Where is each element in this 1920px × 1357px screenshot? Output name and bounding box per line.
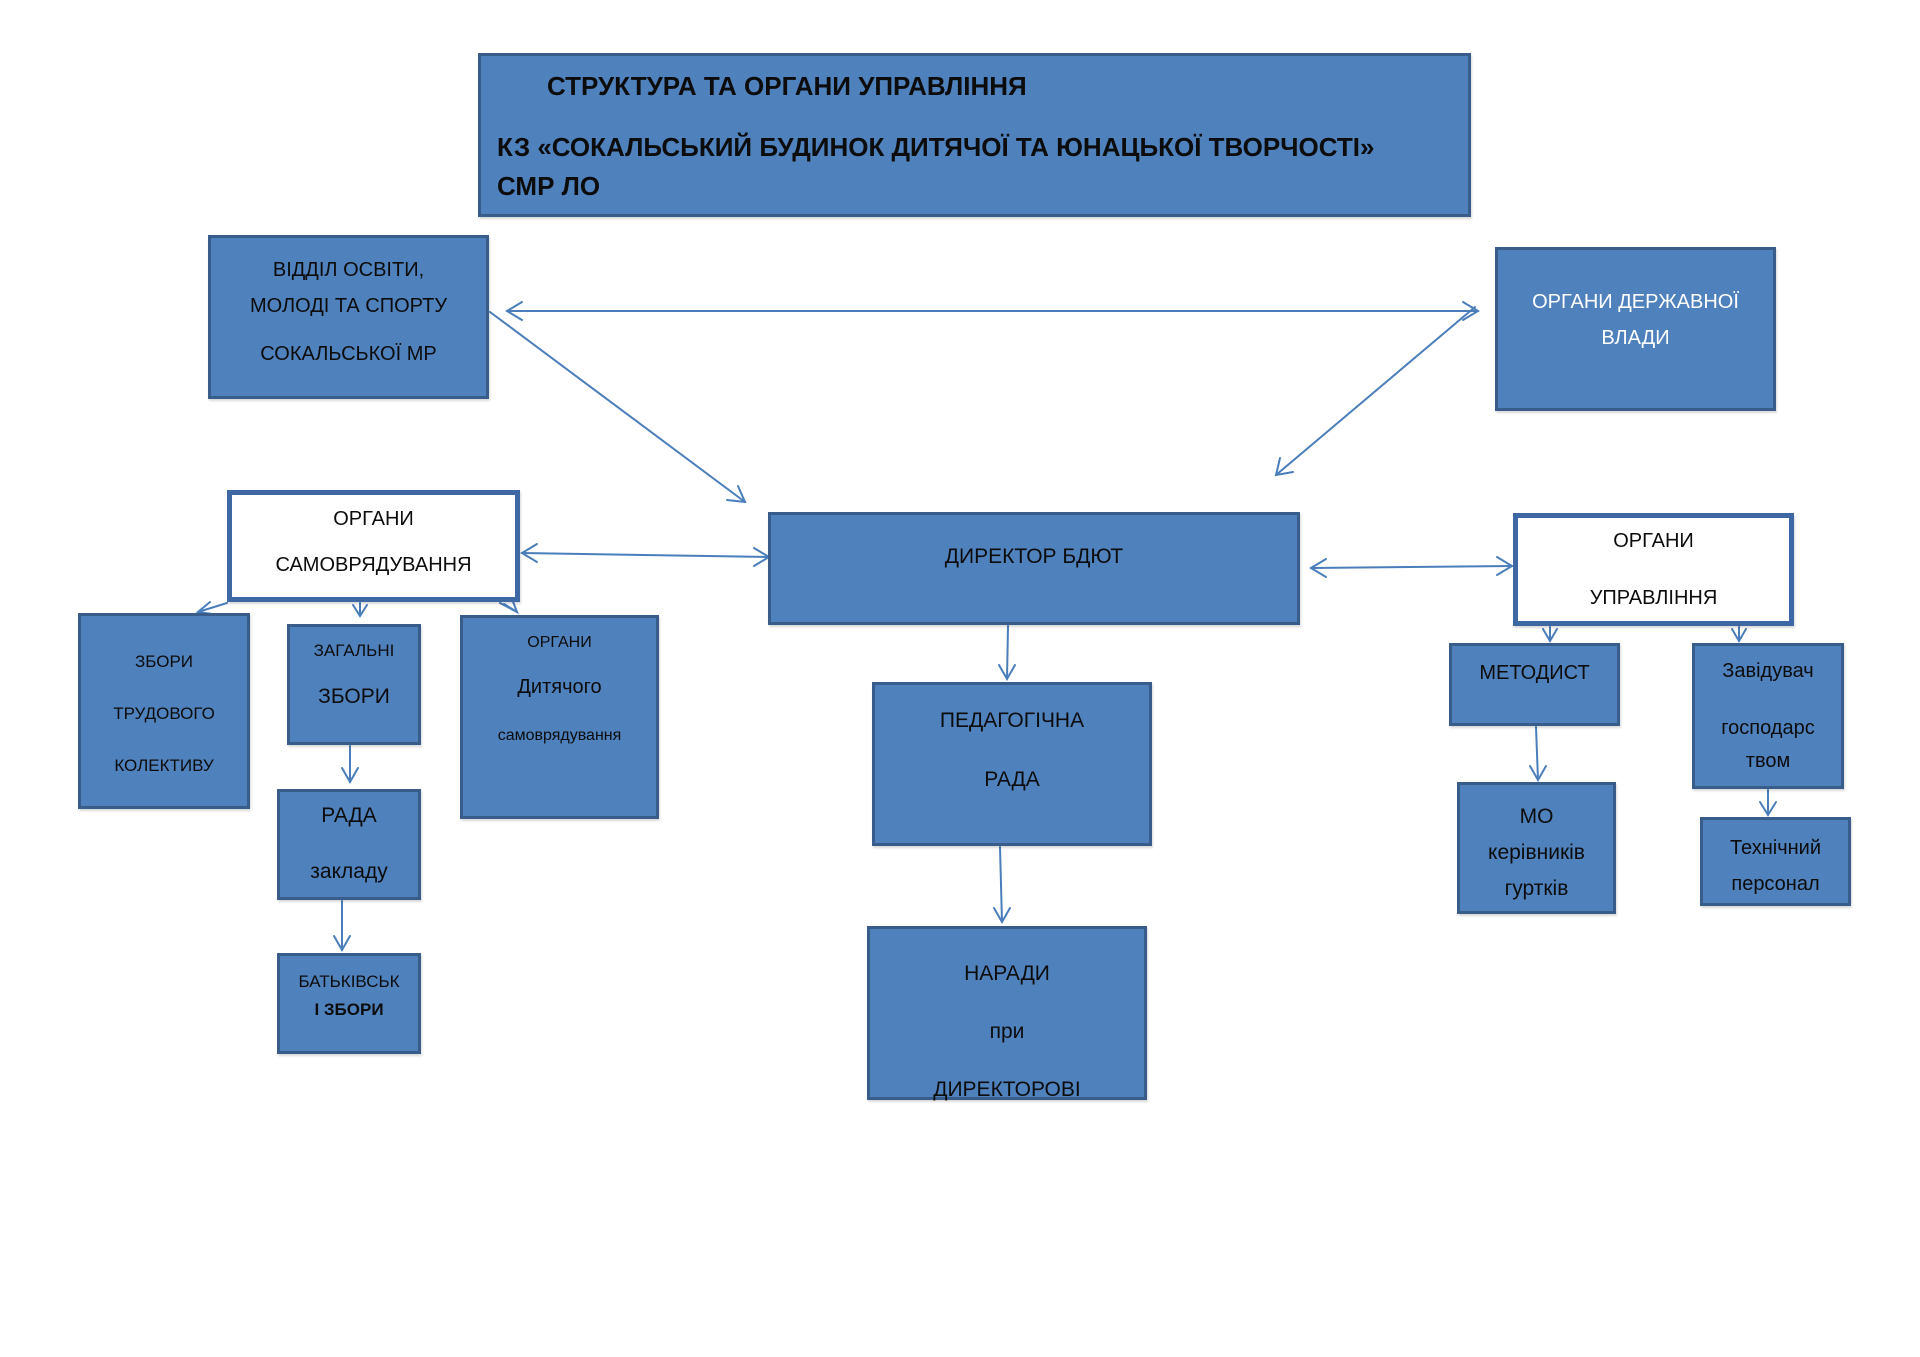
node-dytyache-samovryaduvannya: ОРГАНИ Дитячого самоврядування (460, 615, 659, 819)
title-line-1: СТРУКТУРА ТА ОРГАНИ УПРАВЛІННЯ (547, 71, 1027, 101)
edge-director-pedrada (998, 625, 1016, 682)
node-label: УПРАВЛІННЯ (1589, 587, 1718, 609)
node-label: ЗБОРИ (318, 685, 390, 708)
node-label: керівників (1488, 841, 1585, 864)
node-zahalni-zbory: ЗАГАЛЬНІ ЗБОРИ (287, 624, 421, 745)
node-pedahohichna-rada: ПЕДАГОГІЧНА РАДА (872, 682, 1152, 846)
node-label: СОКАЛЬСЬКОЇ МР (260, 343, 437, 365)
edge-viddil-director (489, 311, 747, 504)
node-label: гуртків (1504, 877, 1569, 900)
node-label: Технічний (1729, 837, 1822, 859)
edge-samovryaduvannya-zahalni-zbory (352, 602, 368, 618)
node-label: господарс (1721, 717, 1815, 739)
node-tekhnichnyi-personal: Технічний персонал (1700, 817, 1851, 906)
node-label: ОРГАНИ ДЕРЖАВНОЇ (1532, 291, 1739, 313)
node-label: ОРГАНИ (333, 508, 414, 530)
node-label: твом (1745, 750, 1791, 772)
diagram-title: СТРУКТУРА ТА ОРГАНИ УПРАВЛІННЯ КЗ «СОКАЛ… (478, 53, 1471, 217)
node-zavidyvach-hospodarstvom: Завідувач господарс твом (1692, 643, 1844, 789)
node-label: персонал (1731, 873, 1820, 895)
node-label: КОЛЕКТИВУ (114, 756, 214, 775)
node-label: НАРАДИ (964, 962, 1050, 985)
node-label: Дитячого (517, 676, 602, 698)
edge-upravlinnya-metodyst (1542, 626, 1558, 643)
node-label: ЗАГАЛЬНІ (313, 641, 395, 660)
node-mo-kerivnykiv-hurtkiv: МО керівників гуртків (1457, 782, 1616, 914)
node-orhany-samovryaduvannya: ОРГАНИ САМОВРЯДУВАННЯ (227, 490, 520, 602)
edge-derzhavna-vlada-director (1274, 306, 1476, 477)
node-director: ДИРЕКТОР БДЮТ (768, 512, 1300, 625)
node-label: І ЗБОРИ (314, 1000, 384, 1019)
node-label: ВІДДІЛ ОСВІТИ, (272, 259, 425, 281)
edge-zavidyvach-tekhnichnyi (1759, 789, 1777, 817)
node-label: ЗБОРИ (134, 652, 193, 671)
node-metodyst: МЕТОДИСТ (1449, 643, 1620, 726)
node-label: МО (1519, 805, 1554, 828)
edge-upravlinnya-zavidyvach (1731, 626, 1747, 643)
node-label: РАДА (984, 768, 1040, 791)
edge-zahalni-zbory-rada-zakladu (341, 745, 359, 785)
title-line-3: СМР ЛО (497, 171, 601, 201)
node-rada-zakladu: РАДА закладу (277, 789, 421, 900)
node-label: ОРГАНИ (527, 634, 592, 651)
node-label: ПЕДАГОГІЧНА (939, 709, 1085, 732)
edge-metodyst-mo (1529, 726, 1547, 783)
edge-director-upravlinnya (1309, 556, 1514, 578)
edge-samovryaduvannya-director (520, 543, 771, 567)
node-orhany-upravlinnya: ОРГАНИ УПРАВЛІННЯ (1513, 513, 1794, 626)
node-label: ТРУДОВОГО (113, 704, 215, 723)
node-orhany-derzhavnoi-vlady: ОРГАНИ ДЕРЖАВНОЇ ВЛАДИ (1495, 247, 1776, 411)
node-label: МЕТОДИСТ (1479, 662, 1590, 684)
node-label: Завідувач (1722, 660, 1814, 682)
edge-viddil-derzhavna-vlada (505, 301, 1480, 321)
node-narady-pry-dyrektorovi: НАРАДИ при ДИРЕКТОРОВІ (867, 926, 1147, 1101)
edge-pedrada-narady (993, 846, 1011, 925)
node-label: БАТЬКІВСЬК (298, 972, 400, 991)
edge-rada-zakladu-batkivski-zbory (333, 900, 351, 953)
node-label: ДИРЕКТОР БДЮТ (944, 545, 1124, 568)
node-label: ВЛАДИ (1601, 327, 1670, 349)
node-zbory-trudovoho-kolektyvu: ЗБОРИ ТРУДОВОГО КОЛЕКТИВУ (78, 613, 250, 809)
node-batkivski-zbory: БАТЬКІВСЬК І ЗБОРИ (277, 953, 421, 1054)
node-label: закладу (310, 860, 388, 883)
node-label: при (989, 1020, 1025, 1043)
node-label: ДИРЕКТОРОВІ (933, 1078, 1081, 1101)
node-label: самоврядування (497, 727, 622, 744)
title-line-2: КЗ «СОКАЛЬСЬКИЙ БУДИНОК ДИТЯЧОЇ ТА ЮНАЦЬ… (497, 132, 1375, 162)
node-label: САМОВРЯДУВАННЯ (275, 554, 472, 576)
node-label: ОРГАНИ (1613, 530, 1694, 552)
node-viddil-osvity: ВІДДІЛ ОСВІТИ, МОЛОДІ ТА СПОРТУ СОКАЛЬСЬ… (208, 235, 489, 399)
node-label: РАДА (321, 804, 377, 827)
node-label: МОЛОДІ ТА СПОРТУ (249, 295, 448, 317)
